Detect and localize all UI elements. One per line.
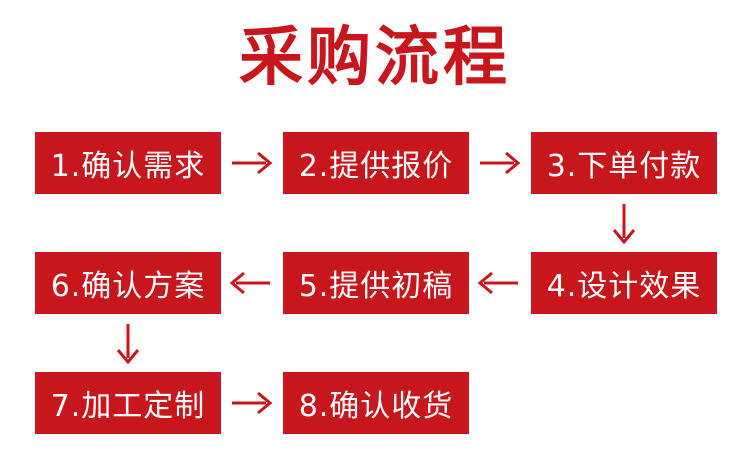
arrow-right-2-3 — [480, 151, 521, 175]
arrow-left-5-6 — [229, 271, 270, 295]
arrow-down-6-7 — [116, 324, 140, 365]
step-7-box: 7.加工定制 — [35, 372, 221, 434]
arrow-right-7-8 — [232, 391, 273, 415]
arrow-right-1-2 — [232, 151, 273, 175]
step-6-box: 6.确认方案 — [35, 252, 221, 314]
arrow-down-3-4 — [612, 204, 636, 245]
page-title: 采购流程 — [239, 21, 511, 95]
step-2-box: 2.提供报价 — [283, 132, 469, 194]
step-1-box: 1.确认需求 — [35, 132, 221, 194]
step-3-box: 3.下单付款 — [531, 132, 717, 194]
step-4-box: 4.设计效果 — [531, 252, 717, 314]
step-5-box: 5.提供初稿 — [283, 252, 469, 314]
step-8-box: 8.确认收货 — [283, 372, 469, 434]
arrow-left-4-5 — [477, 271, 518, 295]
